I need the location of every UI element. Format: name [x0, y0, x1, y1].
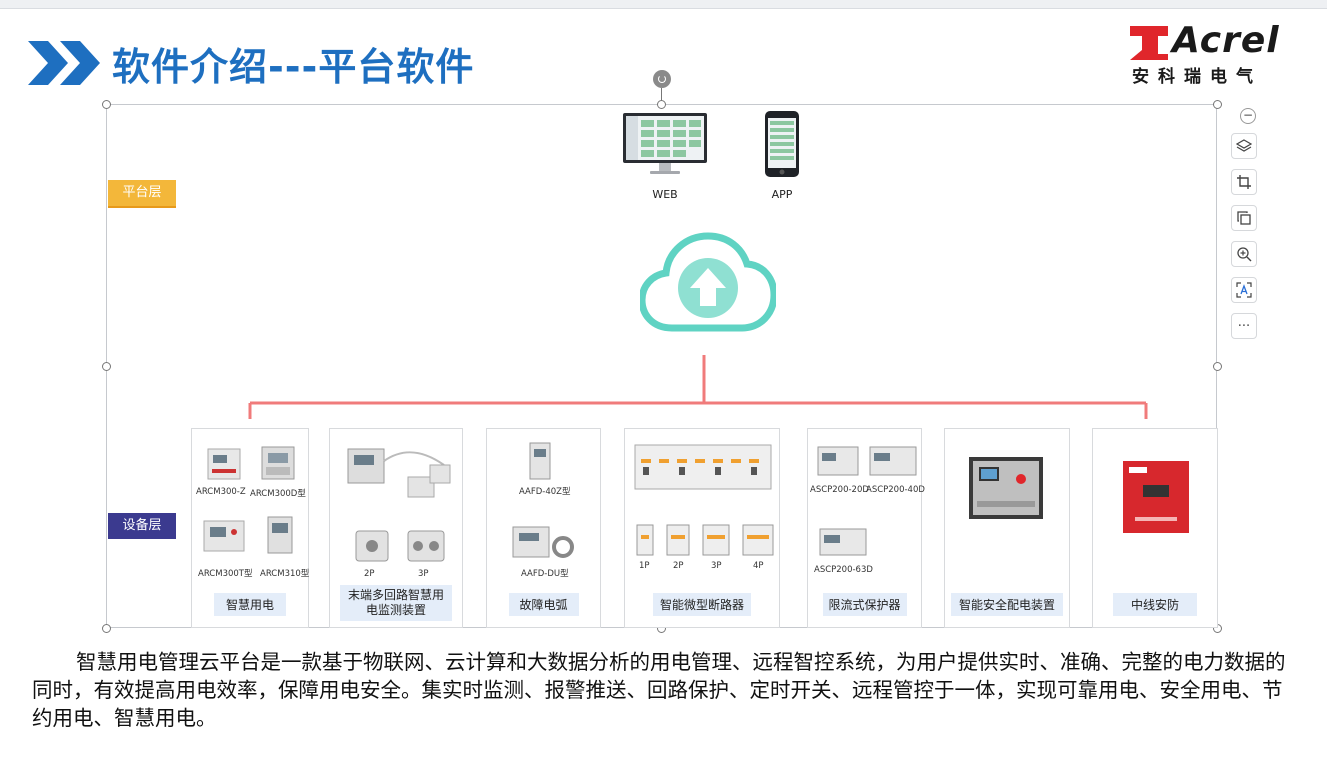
device-card-neutral-line-security: 中线安防 — [1092, 428, 1218, 628]
multi-circuit-monitor-image — [347, 448, 451, 498]
platform-layer-tag: 平台层 — [108, 180, 176, 208]
acrel-logo: Acrel 安科瑞电气 — [1128, 20, 1303, 87]
distribution-box-image — [969, 457, 1043, 519]
product-caption: 4P — [753, 561, 764, 571]
device-card-smart-mcb: 1P 2P 3P 4P 智能微型断路器 — [624, 428, 780, 628]
rotate-handle-line — [661, 88, 662, 104]
logo-brand-text: Acrel — [1172, 20, 1280, 61]
product-caption: ASCP200-20D — [810, 485, 869, 495]
cloud-upload-icon — [640, 232, 776, 332]
page-title: 软件介绍---平台软件 — [112, 44, 475, 89]
ascp200-63d-image — [819, 528, 867, 556]
card-label: 智能微型断路器 — [653, 593, 751, 616]
mcb-row-image — [634, 444, 772, 490]
product-caption: AAFD-40Z型 — [519, 487, 571, 497]
product-caption: ASCP200-40D — [866, 485, 925, 495]
aafd-du-device-image — [512, 526, 574, 558]
more-icon[interactable]: ··· — [1231, 313, 1257, 339]
zoom-in-icon — [1237, 247, 1252, 262]
copy-icon — [1237, 211, 1251, 225]
product-caption: 3P — [711, 561, 722, 571]
neutral-line-device-image — [1123, 461, 1189, 533]
mcb-1p-image — [636, 524, 654, 556]
arcm300d-device-image — [261, 446, 295, 480]
card-label: 故障电弧 — [508, 593, 579, 616]
product-caption: ARCM300T型 — [198, 569, 253, 579]
zoom-in-icon[interactable] — [1231, 241, 1257, 267]
layers-icon[interactable] — [1231, 133, 1257, 159]
product-caption: ASCP200-63D — [814, 565, 873, 575]
product-caption: 1P — [639, 561, 650, 571]
device-card-smart-distribution: 智能安全配电装置 — [944, 428, 1070, 628]
product-caption: AAFD-DU型 — [521, 569, 569, 579]
product-caption: 2P — [364, 569, 375, 579]
logo-mark-icon — [1130, 26, 1168, 60]
ascp200-40d-image — [869, 446, 917, 476]
aafd-40z-device-image — [529, 442, 551, 480]
card-label: 限流式保护器 — [822, 593, 907, 616]
mcb-2p-image — [666, 524, 690, 556]
resize-handle-left[interactable] — [102, 362, 111, 371]
arcm310-device-image — [267, 516, 293, 554]
product-caption: 3P — [418, 569, 429, 579]
device-card-multi-circuit-monitor: 2P 3P 末端多回路智慧用电监测装置 — [329, 428, 463, 628]
product-caption: ARCM310型 — [260, 569, 310, 579]
arcm300t-device-image — [203, 520, 245, 552]
product-caption: ARCM300-Z — [196, 487, 246, 497]
text-recognition-icon[interactable] — [1231, 277, 1257, 303]
2p-sensor-image — [355, 530, 389, 562]
3p-sensor-image — [407, 530, 445, 562]
mcb-3p-image — [702, 524, 730, 556]
resize-handle-bottom-left[interactable] — [102, 624, 111, 633]
card-label: 智慧用电 — [214, 593, 286, 616]
copy-icon[interactable] — [1231, 205, 1257, 231]
device-card-arc-fault: AAFD-40Z型 AAFD-DU型 故障电弧 — [486, 428, 601, 628]
resize-handle-right[interactable] — [1213, 362, 1222, 371]
card-label: 智能安全配电装置 — [951, 593, 1063, 616]
web-label: WEB — [652, 188, 678, 201]
product-caption: 2P — [673, 561, 684, 571]
app-label: APP — [771, 188, 793, 201]
ascp200-20d-image — [817, 446, 859, 476]
arcm300z-device-image — [207, 448, 241, 480]
resize-handle-top-left[interactable] — [102, 100, 111, 109]
resize-handle-top[interactable] — [657, 100, 666, 109]
crop-icon[interactable] — [1231, 169, 1257, 195]
card-label: 末端多回路智慧用电监测装置 — [340, 585, 452, 621]
connector-lines — [248, 355, 1148, 419]
double-chevron-icon — [28, 41, 100, 85]
text-recognition-icon — [1236, 282, 1252, 298]
product-caption: ARCM300D型 — [250, 489, 306, 499]
mcb-4p-image — [742, 524, 774, 556]
crop-icon — [1237, 175, 1251, 189]
window-top-bar — [0, 0, 1327, 9]
device-layer-tag: 设备层 — [108, 513, 176, 539]
logo-subtitle: 安科瑞电气 — [1132, 67, 1262, 87]
phone-icon — [765, 111, 799, 177]
description-paragraph: 智慧用电管理云平台是一款基于物联网、云计算和大数据分析的用电管理、远程智控系统，… — [32, 650, 1286, 730]
device-card-smart-electricity: ARCM300-Z ARCM300D型 ARCM300T型 ARCM310型 智… — [191, 428, 309, 628]
card-label: 中线安防 — [1113, 593, 1197, 616]
slide-title-area: 软件介绍---平台软件 — [28, 36, 474, 90]
rotate-icon[interactable] — [653, 70, 671, 88]
device-card-current-limiting-protector: ASCP200-20D ASCP200-40D ASCP200-63D 限流式保… — [807, 428, 925, 628]
layers-icon — [1236, 139, 1252, 152]
monitor-icon — [623, 113, 707, 174]
minus-icon[interactable]: − — [1240, 108, 1256, 124]
resize-handle-top-right[interactable] — [1213, 100, 1222, 109]
